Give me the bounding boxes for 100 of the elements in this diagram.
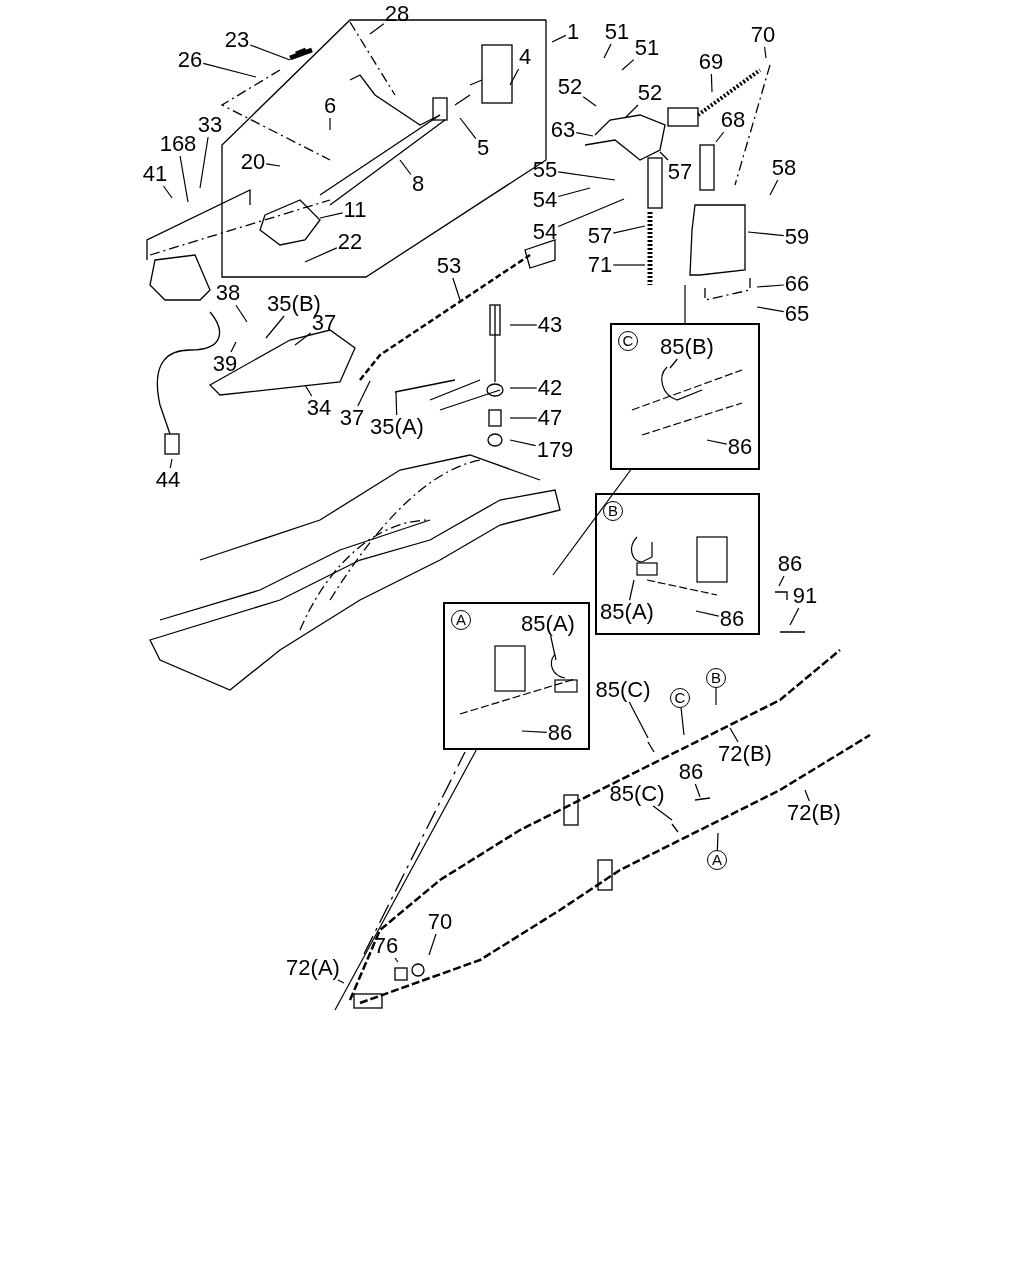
callout-number: 86 xyxy=(546,721,574,745)
leader-line xyxy=(509,417,538,419)
callout-number: 54 xyxy=(531,188,559,212)
callout-number: 58 xyxy=(770,156,798,180)
leader-line xyxy=(628,701,649,739)
callout-number: 168 xyxy=(158,132,198,156)
callout-number: 76 xyxy=(372,934,400,958)
callout-number: 5 xyxy=(475,136,491,160)
callout-number: 86 xyxy=(726,435,754,459)
callout-number: 1 xyxy=(565,20,581,44)
callout-number: 47 xyxy=(536,406,564,430)
leader-line xyxy=(452,277,461,301)
leader-line xyxy=(509,387,538,389)
leader-line xyxy=(509,68,520,86)
callout-number: 54 xyxy=(531,220,559,244)
callout-number: 57 xyxy=(586,224,614,248)
callout-number: 70 xyxy=(426,910,454,934)
leader-line xyxy=(334,749,477,1011)
leader-line xyxy=(304,247,338,263)
leader-line xyxy=(162,185,173,199)
callout-number: 51 xyxy=(603,20,631,44)
leader-line xyxy=(715,131,725,143)
callout-number: 43 xyxy=(536,313,564,337)
callout-number: 85(A) xyxy=(520,612,576,636)
callout-number: 66 xyxy=(783,272,811,296)
callout-number: 72(A) xyxy=(285,956,341,980)
leader-line xyxy=(459,117,477,140)
leader-line xyxy=(669,358,678,369)
callout-number: 52 xyxy=(636,81,664,105)
callout-number: 68 xyxy=(719,108,747,132)
leader-line xyxy=(550,635,557,661)
leader-line xyxy=(249,44,291,61)
callout-number: 42 xyxy=(536,376,564,400)
callout-number: 85(C) xyxy=(608,782,666,806)
leader-line xyxy=(652,805,673,821)
detail-inset-panel xyxy=(595,493,760,635)
callout-number: 72(B) xyxy=(786,801,842,825)
callout-number: 59 xyxy=(783,225,811,249)
leader-line xyxy=(509,439,537,447)
callout-number: 41 xyxy=(141,162,169,186)
leader-line xyxy=(729,727,739,743)
callout-number: 86 xyxy=(677,760,705,784)
leader-line xyxy=(399,159,412,176)
callout-number: 55 xyxy=(531,158,559,182)
leader-line xyxy=(756,306,785,313)
callout-number: 69 xyxy=(697,50,725,74)
leader-line xyxy=(695,610,720,617)
leader-line xyxy=(789,607,800,626)
callout-number: 91 xyxy=(791,584,819,608)
leader-line xyxy=(369,23,385,35)
callout-number: 63 xyxy=(549,118,577,142)
callout-number: 20 xyxy=(239,150,267,174)
detail-inset-panel xyxy=(610,323,760,470)
leader-line xyxy=(319,212,344,219)
leader-line xyxy=(329,117,331,131)
leader-line xyxy=(552,469,632,576)
callout-number: 35(B) xyxy=(266,292,322,316)
callout-number: 23 xyxy=(223,28,251,52)
leader-line xyxy=(265,315,285,339)
callout-number: 51 xyxy=(633,36,661,60)
leader-line xyxy=(747,231,785,237)
callout-number: 39 xyxy=(211,352,239,376)
callout-number: 57 xyxy=(666,160,694,184)
leader-line xyxy=(624,104,639,119)
detail-inset-panel xyxy=(443,602,590,750)
leader-line xyxy=(659,151,669,161)
leader-line xyxy=(265,163,281,167)
leader-line xyxy=(769,179,779,196)
callout-number: 4 xyxy=(517,45,533,69)
leader-line xyxy=(199,136,209,189)
leader-line xyxy=(710,73,713,93)
leader-line xyxy=(684,284,686,324)
callout-number: 85(A) xyxy=(599,600,655,624)
callout-number: 70 xyxy=(749,23,777,47)
callout-number: 53 xyxy=(435,254,463,278)
leader-line xyxy=(202,62,257,78)
leader-line xyxy=(629,579,635,601)
leader-line xyxy=(557,187,591,198)
leader-line xyxy=(357,380,371,407)
leader-line xyxy=(603,43,612,59)
leader-line xyxy=(575,132,594,137)
leader-line xyxy=(706,439,728,445)
leader-line xyxy=(169,458,173,469)
leader-line xyxy=(179,155,189,203)
callout-number: 6 xyxy=(322,94,338,118)
leader-line xyxy=(778,575,785,587)
leader-line xyxy=(428,933,437,956)
leader-line xyxy=(294,332,312,346)
callout-number: 65 xyxy=(783,302,811,326)
leader-line xyxy=(763,46,767,59)
leader-line xyxy=(551,34,567,43)
leader-line xyxy=(612,264,646,266)
leader-line xyxy=(680,707,685,736)
callout-number: 85(C) xyxy=(594,678,652,702)
reference-letter: A xyxy=(707,850,727,870)
callout-number: 86 xyxy=(718,607,746,631)
leader-line xyxy=(235,304,248,323)
callout-number: 71 xyxy=(586,253,614,277)
leader-line xyxy=(756,284,785,288)
callout-number: 35(A) xyxy=(369,415,425,439)
